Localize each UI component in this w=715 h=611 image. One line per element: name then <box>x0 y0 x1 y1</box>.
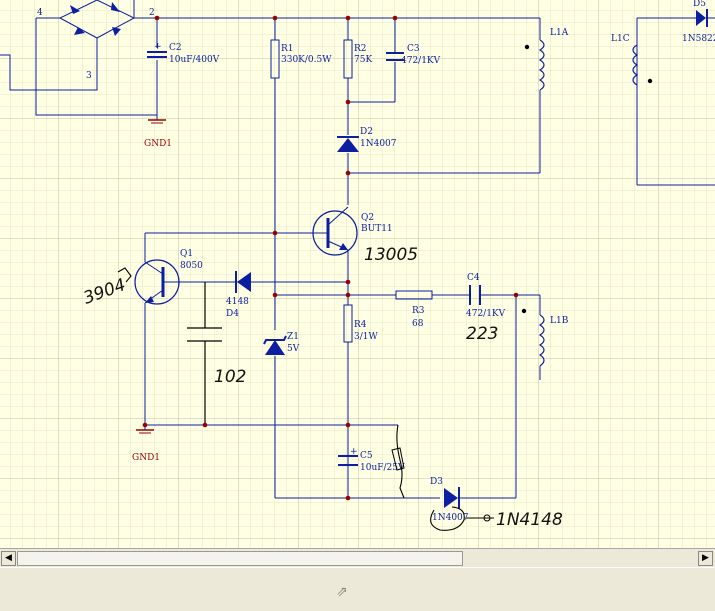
c2-value: 10uF/400V <box>169 55 220 65</box>
d3-ref: D3 <box>430 477 443 487</box>
q1-value: 8050 <box>180 261 203 271</box>
q2-value: BUT11 <box>361 224 393 234</box>
resize-grip-icon: ⇗ <box>336 584 348 600</box>
capacitor-c4 <box>469 285 481 305</box>
d3-value: 1N4007 <box>432 513 469 523</box>
l1a-ref: L1A <box>550 28 569 38</box>
d5-ref: D5 <box>693 0 706 9</box>
status-bar: ⇗ <box>0 567 715 611</box>
diode-d2 <box>337 136 359 152</box>
r2-value: 75K <box>354 55 372 65</box>
q2-ref: Q2 <box>361 213 374 223</box>
schematic-drawing: 4 2 3 + C2 10uF/400V GND1 GND1 R1 330K/0… <box>0 0 715 548</box>
bridge-rectifier <box>58 0 136 64</box>
arrow-right-icon[interactable]: ▶ <box>698 551 713 566</box>
z1-ref: Z1 <box>287 332 299 342</box>
handdrawn-capacitor <box>187 282 222 425</box>
l1c-ref: L1C <box>611 34 630 44</box>
c3-value: 472/1KV <box>401 56 441 66</box>
diode-d4 <box>235 271 251 293</box>
handwritten-cap-note: 102 <box>214 367 246 387</box>
schematic-canvas[interactable]: 4 2 3 + C2 10uF/400V GND1 GND1 R1 330K/0… <box>0 0 715 548</box>
capacitor-c2: + <box>147 42 167 58</box>
node-label-2: 2 <box>149 8 155 18</box>
zener-z1 <box>263 335 287 355</box>
c4-ref: C4 <box>467 273 480 283</box>
resistor-r2 <box>343 39 353 79</box>
capacitor-c5: + <box>338 447 358 466</box>
r4-ref: R4 <box>354 320 367 330</box>
transistor-q2 <box>312 206 358 256</box>
d4-value: 4148 <box>226 297 249 307</box>
d4-ref: D4 <box>226 309 239 319</box>
r1-value: 330K/0.5W <box>281 55 332 65</box>
c2-ref: C2 <box>169 43 182 53</box>
ground-label-bottom: GND1 <box>132 453 160 463</box>
c5-value: 10uF/25V <box>360 463 405 473</box>
node-label-3: 3 <box>86 71 92 81</box>
r4-value: 3/1W <box>354 332 378 342</box>
z1-value: 5V <box>287 344 300 354</box>
ground-label-top: GND1 <box>144 139 172 149</box>
junction-dots <box>142 15 519 501</box>
handwritten-c4-note: 223 <box>466 324 498 344</box>
l1b-dot <box>521 308 527 314</box>
l1c-dot <box>647 78 653 84</box>
q1-ref: Q1 <box>180 249 193 259</box>
ground-symbol-top <box>148 119 166 124</box>
l1a-dot <box>524 44 530 50</box>
horizontal-scrollbar[interactable]: ◀ ▶ <box>0 548 715 568</box>
capacitor-c3 <box>386 52 404 61</box>
c2-polarity: + <box>154 42 162 52</box>
l1b-ref: L1B <box>550 316 569 326</box>
wires <box>0 17 715 499</box>
transistor-q1 <box>134 259 180 305</box>
d5-value: 1N5822 <box>682 34 715 44</box>
c5-ref: C5 <box>360 451 373 461</box>
diode-d3 <box>444 487 460 509</box>
c5-polarity: + <box>350 447 358 457</box>
inductor-l1a <box>538 39 545 91</box>
d2-ref: D2 <box>360 127 373 137</box>
r3-ref: R3 <box>412 306 425 316</box>
arrow-left-icon[interactable]: ◀ <box>1 551 16 566</box>
resistor-r1 <box>270 39 280 79</box>
r2-ref: R2 <box>354 44 367 54</box>
resistor-r4 <box>343 304 353 343</box>
d2-value: 1N4007 <box>360 139 397 149</box>
diode-d5 <box>696 9 708 27</box>
handwritten-q2-note: 13005 <box>364 245 418 265</box>
handwritten-d3-note: 1N4148 <box>496 510 563 530</box>
r1-ref: R1 <box>281 44 294 54</box>
r3-value: 68 <box>412 319 424 329</box>
handdrawn-annotations <box>117 267 494 531</box>
c4-value: 472/1KV <box>466 309 506 319</box>
inductor-l1c <box>632 44 639 86</box>
node-label-4: 4 <box>37 8 43 18</box>
resistor-r3 <box>395 290 433 300</box>
inductor-l1b <box>538 314 545 367</box>
scrollbar-thumb[interactable] <box>17 551 463 566</box>
c3-ref: C3 <box>407 44 420 54</box>
